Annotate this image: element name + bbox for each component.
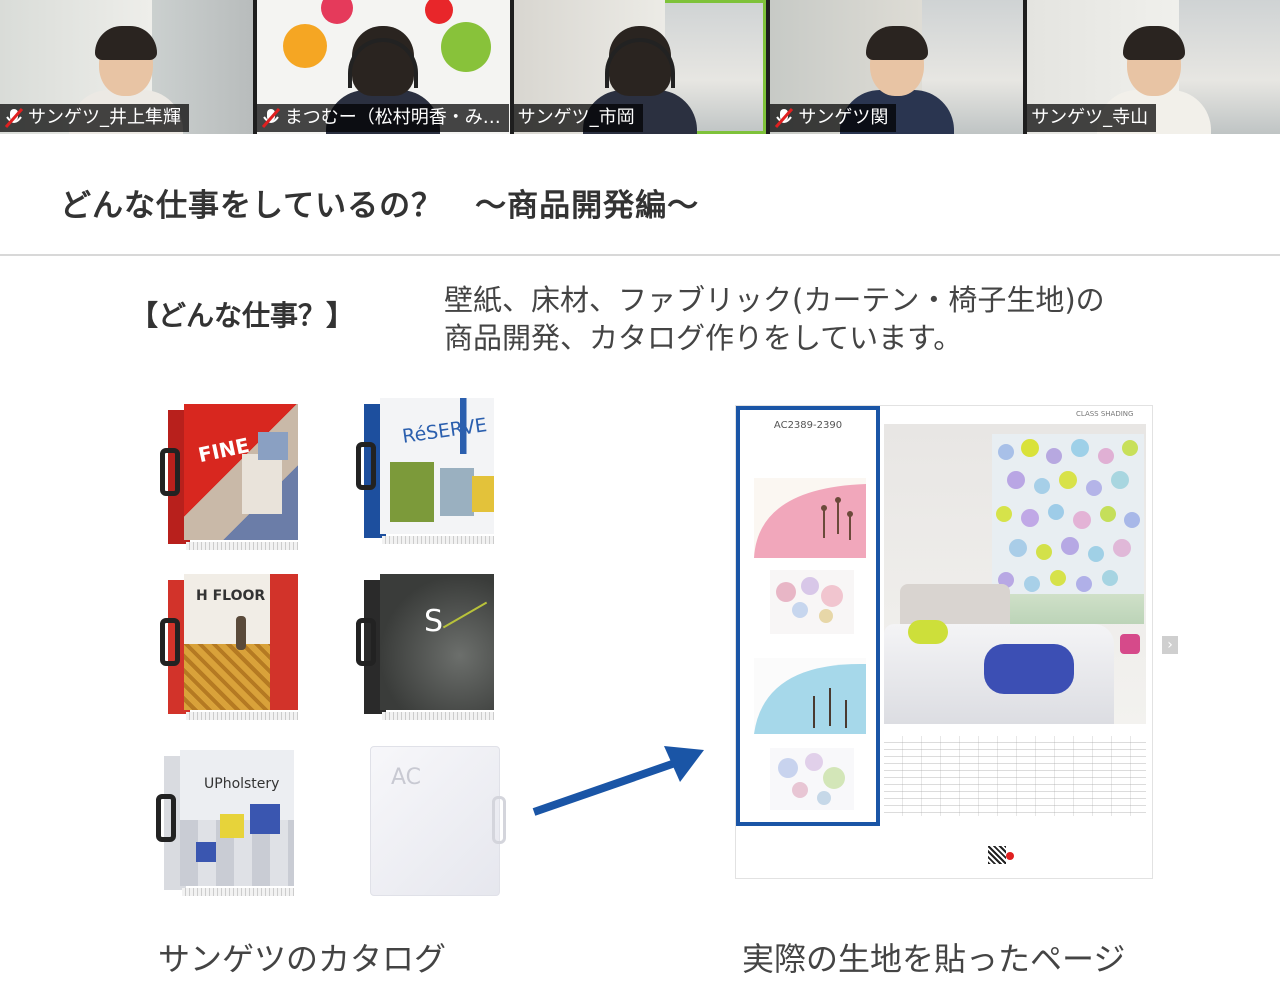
binder-cover: H FLOOR (184, 574, 298, 710)
cover-image (472, 476, 494, 512)
binder-cover: RéSERVE (380, 398, 494, 534)
catalog-binder-upholstery: UPholstery (156, 750, 294, 896)
cover-figure (236, 616, 246, 650)
mic-muted-icon (261, 107, 281, 129)
participant-name-label: サンゲツ_寺山 (1027, 104, 1157, 132)
participant-name: サンゲツ関 (798, 107, 889, 128)
cover-block (196, 842, 216, 862)
spec-table-grid (884, 736, 1146, 816)
caption-catalogs: サンゲツのカタログ (158, 940, 447, 978)
binder-title: UPholstery (204, 776, 280, 792)
binder-title: H FLOOR (196, 588, 266, 604)
binder-pages (382, 712, 494, 720)
binder-cover: S (380, 574, 494, 710)
cover-image (242, 454, 282, 514)
participant-name-label: サンゲツ_市岡 (513, 104, 643, 132)
headset (348, 38, 419, 88)
binder-cover: UPholstery (180, 750, 294, 886)
mic-muted-icon (774, 107, 794, 129)
mic-muted-icon (4, 107, 24, 129)
binder-pages (182, 888, 294, 896)
binder-handle (156, 794, 176, 842)
binder-pages (186, 712, 298, 720)
background-circle (424, 0, 453, 24)
pillow (908, 620, 948, 644)
description-line: 商品開発、カタログ作りをしています。 (444, 321, 963, 355)
background-circle (320, 0, 353, 24)
shared-slide: どんな仕事をしているの？ ～商品開発編～ 【どんな仕事？】 壁紙、床材、ファブリ… (0, 134, 1280, 1000)
cover-image (258, 432, 288, 460)
participant-hair (1122, 26, 1185, 60)
throw-blanket (984, 644, 1074, 694)
next-page-button[interactable]: › (1162, 636, 1178, 654)
catalog-brand: CLASS SHADING (1076, 410, 1134, 418)
participant-hair (865, 26, 928, 60)
cover-block (220, 814, 244, 838)
participant-name-label: まつむー（松村明香・み… (256, 104, 509, 132)
catalog-binder-fine: FINE (160, 404, 298, 550)
window-view (994, 594, 1144, 624)
participant-video (832, 24, 962, 134)
fabric-swatch-highlight: AC2389-2390 (736, 406, 880, 826)
flower-pot (1120, 634, 1140, 654)
binder-handle (492, 796, 506, 844)
section-label: 【どんな仕事？】 (130, 299, 355, 332)
caption-fabric-page: 実際の生地を貼ったページ (742, 940, 1126, 978)
participant-name-label: サンゲツ関 (770, 104, 897, 132)
slide-description: 壁紙、床材、ファブリック(カーテン・椅子生地)の 商品開発、カタログ作りをしてい… (444, 281, 1234, 357)
cover-texture (442, 601, 488, 629)
video-participant-strip: サンゲツ_井上隼輝 まつむー（松村明香・み… サンゲツ_市岡 (0, 0, 1280, 134)
binder-cover: FINE (184, 404, 298, 540)
participant-name: まつむー（松村明香・み… (284, 107, 501, 128)
video-tile-3-active-speaker[interactable]: サンゲツ_市岡 (513, 0, 767, 134)
fabric-swatch (754, 658, 866, 734)
participant-name-label: サンゲツ_井上隼輝 (0, 104, 189, 132)
binder-handle (160, 618, 180, 666)
description-line: 壁紙、床材、ファブリック(カーテン・椅子生地)の (444, 283, 1105, 317)
qr-code (988, 846, 1006, 864)
binder-handle (356, 442, 376, 490)
cover-block (250, 804, 280, 834)
binder-title: S (424, 604, 444, 639)
participant-name: サンゲツ_市岡 (517, 107, 635, 128)
binder-pages (186, 542, 298, 550)
video-tile-2[interactable]: まつむー（松村明香・み… (256, 0, 510, 134)
catalog-product-code: AC2389-2390 (773, 420, 843, 431)
participant-name: サンゲツ_井上隼輝 (28, 107, 181, 128)
fabric-swatch (770, 748, 854, 810)
spec-table (884, 736, 1146, 816)
headset (604, 38, 675, 88)
binder-handle (356, 618, 376, 666)
room-photo (884, 424, 1146, 724)
fabric-swatch (770, 570, 854, 634)
binder-title: AC (391, 765, 422, 790)
participant-hair (95, 26, 158, 60)
catalog-binder-hfloor: H FLOOR (160, 574, 298, 720)
cover-image (390, 462, 434, 522)
participant-name: サンゲツ_寺山 (1031, 107, 1149, 128)
video-tile-1[interactable]: サンゲツ_井上隼輝 (0, 0, 253, 134)
video-tile-4[interactable]: サンゲツ関 (770, 0, 1024, 134)
catalog-binder-s-floor: S (356, 574, 494, 720)
window-shade (992, 434, 1144, 594)
arrow-right-icon (532, 746, 704, 816)
binder-pages (382, 536, 494, 544)
cover-image (440, 468, 474, 516)
binder-cover: AC (370, 746, 500, 896)
background-circle (440, 22, 491, 72)
slide-title: どんな仕事をしているの？ ～商品開発編～ (60, 188, 700, 224)
background-circle (282, 24, 327, 68)
catalog-page-image: CLASS SHADING AC2389-2390 (736, 406, 1152, 878)
fabric-swatch (754, 478, 866, 558)
red-dot (1006, 852, 1014, 860)
catalog-binder-reserve: RéSERVE (356, 398, 494, 544)
cover-image (380, 398, 494, 454)
video-tile-5[interactable]: サンゲツ_寺山 (1027, 0, 1280, 134)
title-divider (0, 254, 1280, 256)
cover-stripe (270, 574, 298, 710)
binder-handle (160, 448, 180, 496)
catalog-binder-ac: AC (370, 746, 506, 896)
